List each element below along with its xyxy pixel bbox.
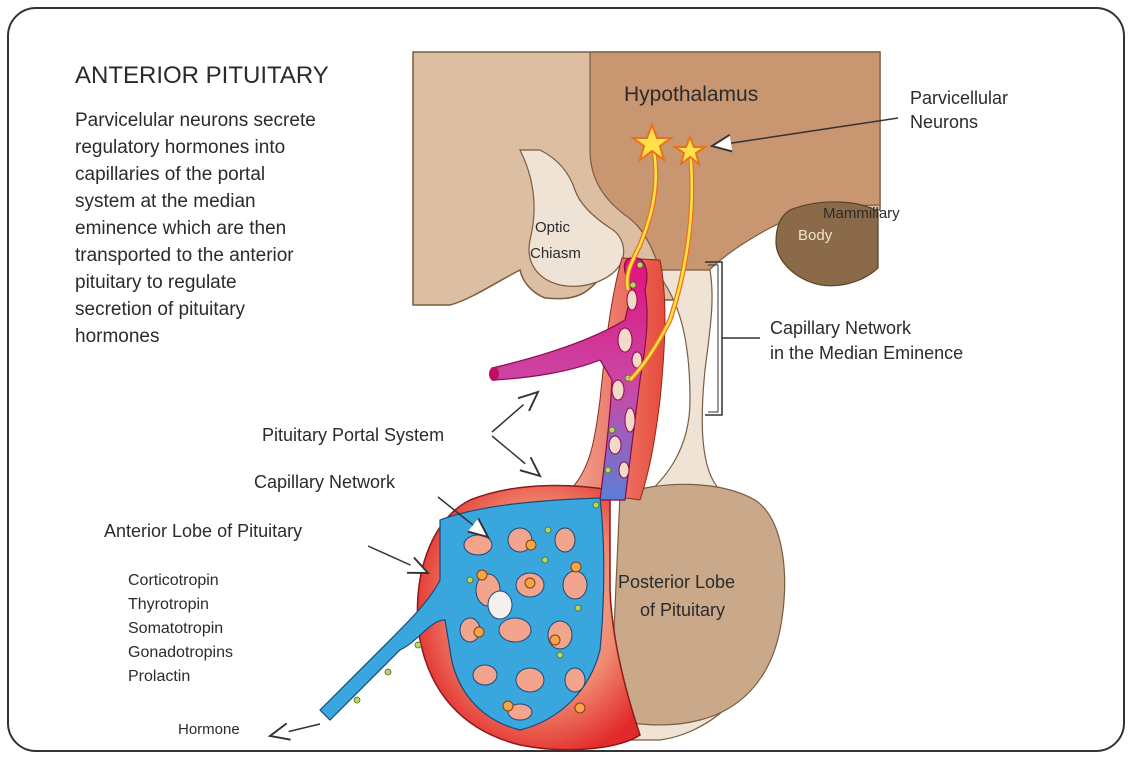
label-anterior-lobe: Anterior Lobe of Pituitary (104, 521, 302, 541)
label-parvicellular: Parvicellular (910, 88, 1008, 108)
description-line: eminence which are then (75, 218, 286, 239)
description-line: system at the median (75, 191, 256, 212)
hormone-item: Thyrotropin (128, 596, 209, 613)
label-posterior-2: of Pituitary (640, 600, 725, 620)
label-capnet-median-1: Capillary Network (770, 318, 912, 338)
page-title: ANTERIOR PITUITARY (75, 62, 329, 89)
vessel-opening (489, 367, 499, 381)
label-optic: Optic (535, 219, 571, 236)
label-hypothalamus: Hypothalamus (624, 83, 758, 106)
label-posterior-1: Posterior Lobe (618, 572, 735, 592)
description-line: hormones (75, 326, 160, 347)
label-body: Body (798, 227, 833, 244)
description-line: Parvicelular neurons secrete (75, 110, 316, 131)
hormone-item: Corticotropin (128, 572, 219, 589)
description-line: regulatory hormones into (75, 137, 285, 158)
label-hormone: Hormone (178, 721, 240, 738)
hormone-item: Somatotropin (128, 620, 223, 637)
description-line: secretion of pituitary (75, 299, 246, 320)
description-line: capillaries of the portal (75, 164, 265, 185)
label-capillary-network: Capillary Network (254, 472, 396, 492)
description-line: transported to the anterior (75, 245, 294, 266)
hormone-item: Prolactin (128, 668, 190, 685)
label-capnet-median-2: in the Median Eminence (770, 343, 963, 363)
label-mammillary: Mammillary (823, 205, 900, 222)
description-line: pituitary to regulate (75, 272, 237, 293)
label-neurons: Neurons (910, 112, 978, 132)
label-portal-system: Pituitary Portal System (262, 425, 444, 445)
hormone-item: Gonadotropins (128, 644, 233, 661)
label-chiasm: Chiasm (530, 245, 581, 262)
capillary-gap-light (488, 591, 512, 619)
